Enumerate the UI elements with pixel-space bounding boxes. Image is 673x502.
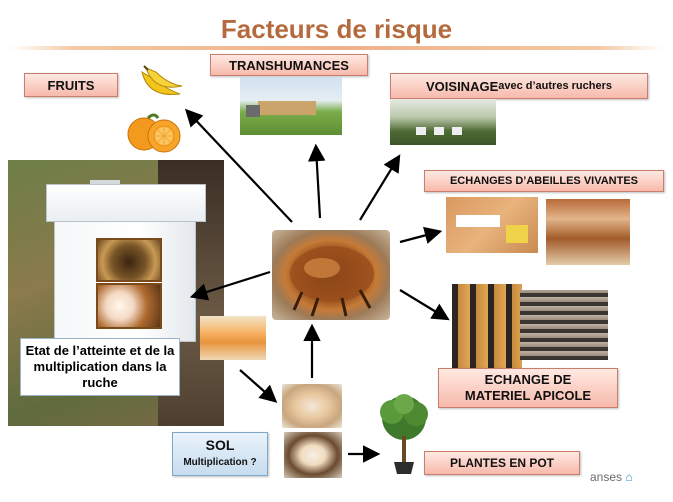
fruits-label-text: FRUITS <box>47 77 95 93</box>
potted-plant-icon <box>380 394 428 474</box>
voisinage-label: VOISINAGE avec d’autres ruchers <box>390 73 648 99</box>
arrow-to-voisinage <box>359 154 401 221</box>
sol-label-title: SOL <box>205 437 235 453</box>
echanges-abeilles-label-text: ECHANGES D’ABEILLES VIVANTES <box>449 175 639 187</box>
small-hive-beetle-photo <box>272 230 390 320</box>
echange-materiel-line2: MATERIEL APICOLE <box>464 388 592 403</box>
anses-logo-mark-icon: ⌂ <box>625 470 633 484</box>
hive-adult-beetle-inset <box>96 238 162 282</box>
sol-label: SOL Multiplication ? <box>172 432 268 476</box>
arrow-to-fruits <box>184 108 293 223</box>
banana-icon <box>141 65 183 96</box>
transhumance-truck-photo <box>240 77 342 135</box>
bee-package-photo <box>446 197 538 253</box>
voisinage-label-rest: avec d’autres ruchers <box>498 80 612 92</box>
arrow-to-echanges <box>399 226 443 244</box>
larvae-photo <box>200 316 266 360</box>
transhumances-label: TRANSHUMANCES <box>210 54 368 76</box>
hive-caption: Etat de l’atteinte et de la multiplicati… <box>20 338 180 396</box>
anses-logo: anses ⌂ <box>590 470 633 484</box>
arrow-to-hive <box>189 270 271 301</box>
title-underline <box>10 46 663 50</box>
neighbouring-apiary-photo <box>390 99 496 145</box>
echange-materiel-label: ECHANGE DE MATERIEL APICOLE <box>438 368 618 408</box>
arrow-to-materiel <box>399 289 450 321</box>
slide-title: Facteurs de risque <box>220 14 453 44</box>
arrow-larvae-to-sol <box>239 369 278 403</box>
beetle-icon <box>290 246 374 317</box>
plantes-label-text: PLANTES EN POT <box>449 456 554 470</box>
orange-icon <box>127 113 181 153</box>
queen-cages-photo <box>546 199 630 265</box>
transhumances-label-text: TRANSHUMANCES <box>229 57 349 73</box>
hive-larvae-inset <box>96 283 162 329</box>
echange-materiel-line1: ECHANGE DE <box>484 372 572 387</box>
soil-pupa-photo <box>282 384 342 428</box>
hive-frames-photo <box>452 284 522 368</box>
soil-larva-photo <box>284 432 342 478</box>
voisinage-label-main: VOISINAGE <box>426 78 499 94</box>
hive-lid <box>46 184 206 222</box>
arrow-to-transhumances <box>307 143 326 219</box>
sol-label-subtitle: Multiplication ? <box>183 457 257 468</box>
anses-logo-text: anses <box>590 470 623 484</box>
echanges-abeilles-label: ECHANGES D’ABEILLES VIVANTES <box>424 170 664 192</box>
plantes-label: PLANTES EN POT <box>424 451 580 475</box>
stacked-equipment-photo <box>520 290 608 360</box>
fruits-label: FRUITS <box>24 73 118 97</box>
